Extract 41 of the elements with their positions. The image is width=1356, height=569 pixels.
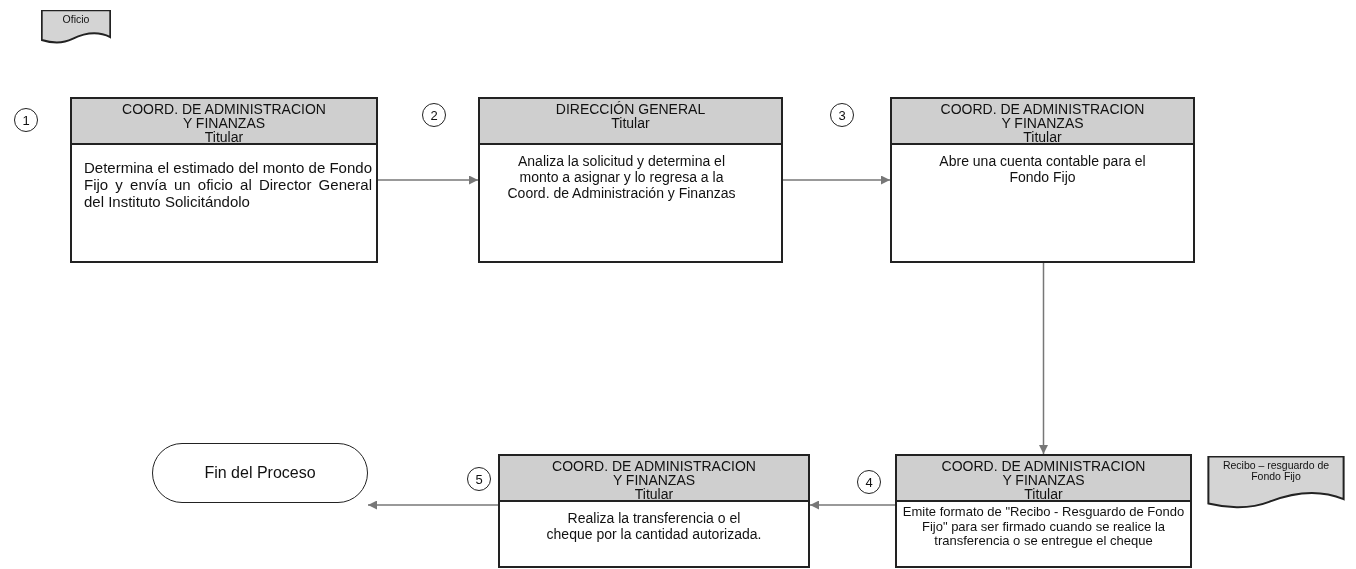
activity-text: Determina el estimado del monto de Fondo Fijo y envía un oficio al Director General del Instituto Solicitándolo	[83, 158, 373, 210]
unit-name: COORD. DE ADMINISTRACION Y FINANZAS	[940, 459, 1147, 487]
arrow	[782, 175, 891, 185]
document-label: Oficio	[61, 12, 91, 25]
process-box	[895, 454, 1192, 568]
document-shape	[1207, 456, 1345, 510]
process-box	[478, 97, 783, 263]
arrow	[377, 175, 479, 185]
document-shape	[41, 10, 111, 44]
role-label: Titular	[1023, 130, 1062, 144]
role-label: Titular	[634, 487, 674, 501]
step-number: 2	[430, 107, 438, 123]
activity-text: Analiza la solicitud y determina el monto a asignar y lo regresa a la Coord. de Administración y Finanzas	[506, 152, 737, 201]
unit-name: DIRECCIÓN GENERAL	[555, 102, 706, 116]
step-number-circle	[467, 467, 491, 491]
step-number-circle	[830, 103, 854, 127]
unit-name: COORD. DE ADMINISTRACION Y FINANZAS	[121, 102, 327, 130]
step-number-circle	[422, 103, 446, 127]
step-number-circle	[857, 470, 881, 494]
terminator-text: Fin del Proceso	[204, 464, 316, 482]
role-label: Titular	[611, 116, 650, 130]
step-number: 5	[475, 471, 483, 487]
unit-name: COORD. DE ADMINISTRACION Y FINANZAS	[551, 459, 757, 487]
activity-text: Abre una cuenta contable para el Fondo Fijo	[938, 152, 1147, 185]
role-label: Titular	[1024, 487, 1063, 501]
terminator-shape	[152, 443, 368, 503]
arrow	[1039, 262, 1048, 455]
step-number: 1	[22, 112, 30, 128]
activity-text: Emite formato de "Recibo - Resguardo de Fondo Fijo" para ser firmado cuando se realice la transferencia o se entregue el cheque	[901, 503, 1186, 549]
step-number: 4	[865, 474, 873, 490]
arrow	[367, 500, 499, 510]
step-number: 3	[838, 107, 846, 123]
role-label: Titular	[204, 130, 244, 144]
process-box	[70, 97, 378, 263]
document-label: Recibo – resguardo de Fondo Fijo	[1221, 458, 1331, 482]
activity-text: Realiza la transferencia o el cheque por la cantidad autorizada.	[545, 509, 763, 542]
process-box	[890, 97, 1195, 263]
unit-name: COORD. DE ADMINISTRACION Y FINANZAS	[939, 102, 1146, 130]
arrow	[809, 500, 896, 510]
process-box	[498, 454, 810, 568]
step-number-circle	[14, 108, 38, 132]
